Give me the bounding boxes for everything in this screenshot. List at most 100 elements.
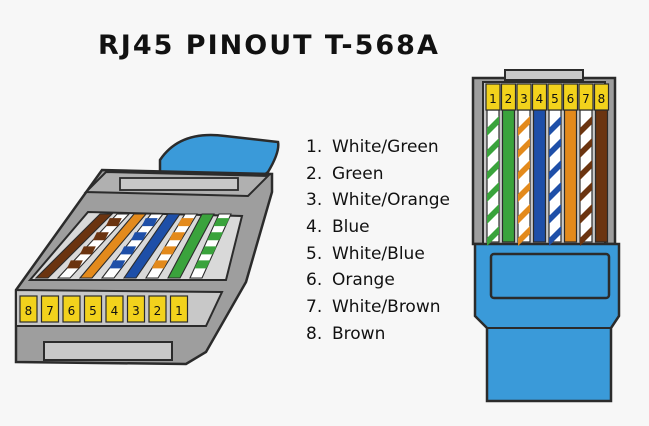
legend-pin-number: 4. bbox=[306, 217, 323, 238]
wire-stripe bbox=[518, 204, 530, 224]
diagram-title: RJ45 PINOUT T-568A bbox=[98, 30, 440, 61]
wire-pin-6 bbox=[78, 213, 148, 279]
wire-stripe bbox=[200, 246, 217, 255]
legend-item-pin-7: 7. White/Brown bbox=[306, 294, 456, 321]
wire-pin-4 bbox=[122, 213, 182, 279]
pinout-legend: 1. White/Green 2. Green 3. White/Orange 4. Blue… bbox=[306, 134, 456, 348]
legend-pin-number: 3. bbox=[306, 190, 323, 211]
wire-stripe bbox=[518, 138, 530, 158]
legend-pin-number: 6. bbox=[306, 270, 323, 291]
wire-stripe bbox=[487, 138, 499, 158]
legend-pin-label: Green bbox=[332, 163, 384, 184]
plug-top-tab bbox=[504, 69, 584, 81]
legend-pin-number: 7. bbox=[306, 297, 323, 318]
pin-number-label: 7 bbox=[46, 304, 54, 318]
legend-item-pin-8: 8.Brown bbox=[306, 321, 456, 348]
wire-stripe bbox=[518, 160, 530, 180]
pin-number-label: 2 bbox=[154, 304, 162, 318]
contact-pin-4 bbox=[105, 295, 124, 323]
contact-pin-3 bbox=[126, 295, 146, 323]
pin-number-label: 5 bbox=[89, 304, 97, 318]
pin-number-label: 2 bbox=[505, 92, 513, 106]
wire-stripe bbox=[92, 232, 109, 241]
pin-number-label: 1 bbox=[489, 92, 497, 106]
contact-pin-3 bbox=[516, 83, 532, 111]
wire-stripe bbox=[177, 218, 194, 227]
wire-pin-6 bbox=[563, 109, 578, 243]
wire-stripe bbox=[518, 116, 530, 136]
wire-stripe bbox=[194, 260, 211, 269]
pin-number-label: 4 bbox=[111, 304, 119, 318]
wire-stripe bbox=[487, 182, 499, 202]
contact-pin-8 bbox=[593, 83, 610, 111]
pin-number-label: 3 bbox=[132, 304, 140, 318]
legend-pin-number: 2. bbox=[306, 163, 323, 184]
wire-stripe bbox=[120, 246, 137, 255]
contact-pin-7 bbox=[40, 295, 60, 323]
legend-pin-number: 5. bbox=[306, 243, 323, 264]
wire-stripe bbox=[580, 204, 592, 224]
pin-number-label: 1 bbox=[175, 304, 183, 318]
wire-stripe bbox=[213, 218, 230, 227]
wire-stripe bbox=[580, 226, 592, 246]
wire-stripe bbox=[207, 232, 224, 241]
legend-pin-number: 8. bbox=[306, 323, 323, 344]
legend-item-pin-1: 1. White/Green bbox=[306, 134, 456, 161]
pin-number-label: 5 bbox=[551, 92, 559, 106]
legend-pin-label: White/Brown bbox=[332, 297, 441, 318]
wire-stripe bbox=[160, 246, 177, 255]
contact-pin-6 bbox=[62, 295, 81, 323]
legend-item-pin-6: 6. Orange bbox=[306, 267, 456, 294]
wire-stripe bbox=[518, 226, 530, 246]
wire-stripe bbox=[487, 204, 499, 224]
wire-pin-4 bbox=[532, 109, 547, 243]
wire-stripe bbox=[109, 260, 126, 269]
wire-pin-2 bbox=[167, 213, 215, 279]
wire-stripe bbox=[580, 138, 592, 158]
wire-stripe bbox=[151, 260, 168, 269]
plug-bottom-clip bbox=[43, 341, 173, 361]
wire-stripe bbox=[549, 182, 561, 202]
wire-stripe bbox=[487, 160, 499, 180]
wire-stripe bbox=[549, 226, 561, 246]
legend-item-pin-4: 4. Blue bbox=[306, 214, 456, 241]
wire-stripe bbox=[580, 160, 592, 180]
pin-number-label: 6 bbox=[567, 92, 575, 106]
wire-stripe bbox=[518, 182, 530, 202]
wire-stripe bbox=[580, 116, 592, 136]
plug-latch bbox=[119, 177, 239, 191]
legend-pin-number: 1. bbox=[306, 137, 323, 157]
legend-pin-label: Orange bbox=[332, 270, 395, 291]
pin-number-label: 8 bbox=[25, 304, 33, 318]
contact-pin-1 bbox=[485, 83, 501, 111]
wire-pin-8 bbox=[34, 213, 114, 279]
legend-pin-label: White/Orange bbox=[332, 190, 450, 211]
legend-item-pin-2: 2. Green bbox=[306, 161, 456, 188]
wire-stripe bbox=[141, 218, 158, 227]
wire-stripe bbox=[66, 260, 83, 269]
wire-stripe bbox=[580, 182, 592, 202]
contact-pin-4 bbox=[531, 83, 548, 111]
wire-stripe bbox=[549, 204, 561, 224]
contact-pin-8 bbox=[19, 295, 38, 323]
wire-stripe bbox=[169, 232, 186, 241]
wire-stripe bbox=[549, 160, 561, 180]
wire-stripe bbox=[130, 232, 147, 241]
contact-pin-5 bbox=[547, 83, 563, 111]
legend-item-pin-5: 5. White/Blue bbox=[306, 241, 456, 268]
legend-item-pin-3: 3. White/Orange bbox=[306, 187, 456, 214]
legend-pin-label: Blue bbox=[332, 217, 370, 238]
legend-pin-label: White/Green bbox=[332, 137, 439, 157]
wire-stripe bbox=[487, 226, 499, 246]
wire-stripe bbox=[105, 218, 122, 227]
contact-pin-7 bbox=[578, 83, 594, 111]
pin-number-label: 6 bbox=[68, 304, 76, 318]
contact-pin-5 bbox=[83, 295, 103, 323]
pin-number-label: 8 bbox=[598, 92, 606, 106]
contact-pin-6 bbox=[562, 83, 579, 111]
legend-pin-label: White/Blue bbox=[332, 243, 425, 264]
contact-pin-2 bbox=[500, 83, 517, 111]
